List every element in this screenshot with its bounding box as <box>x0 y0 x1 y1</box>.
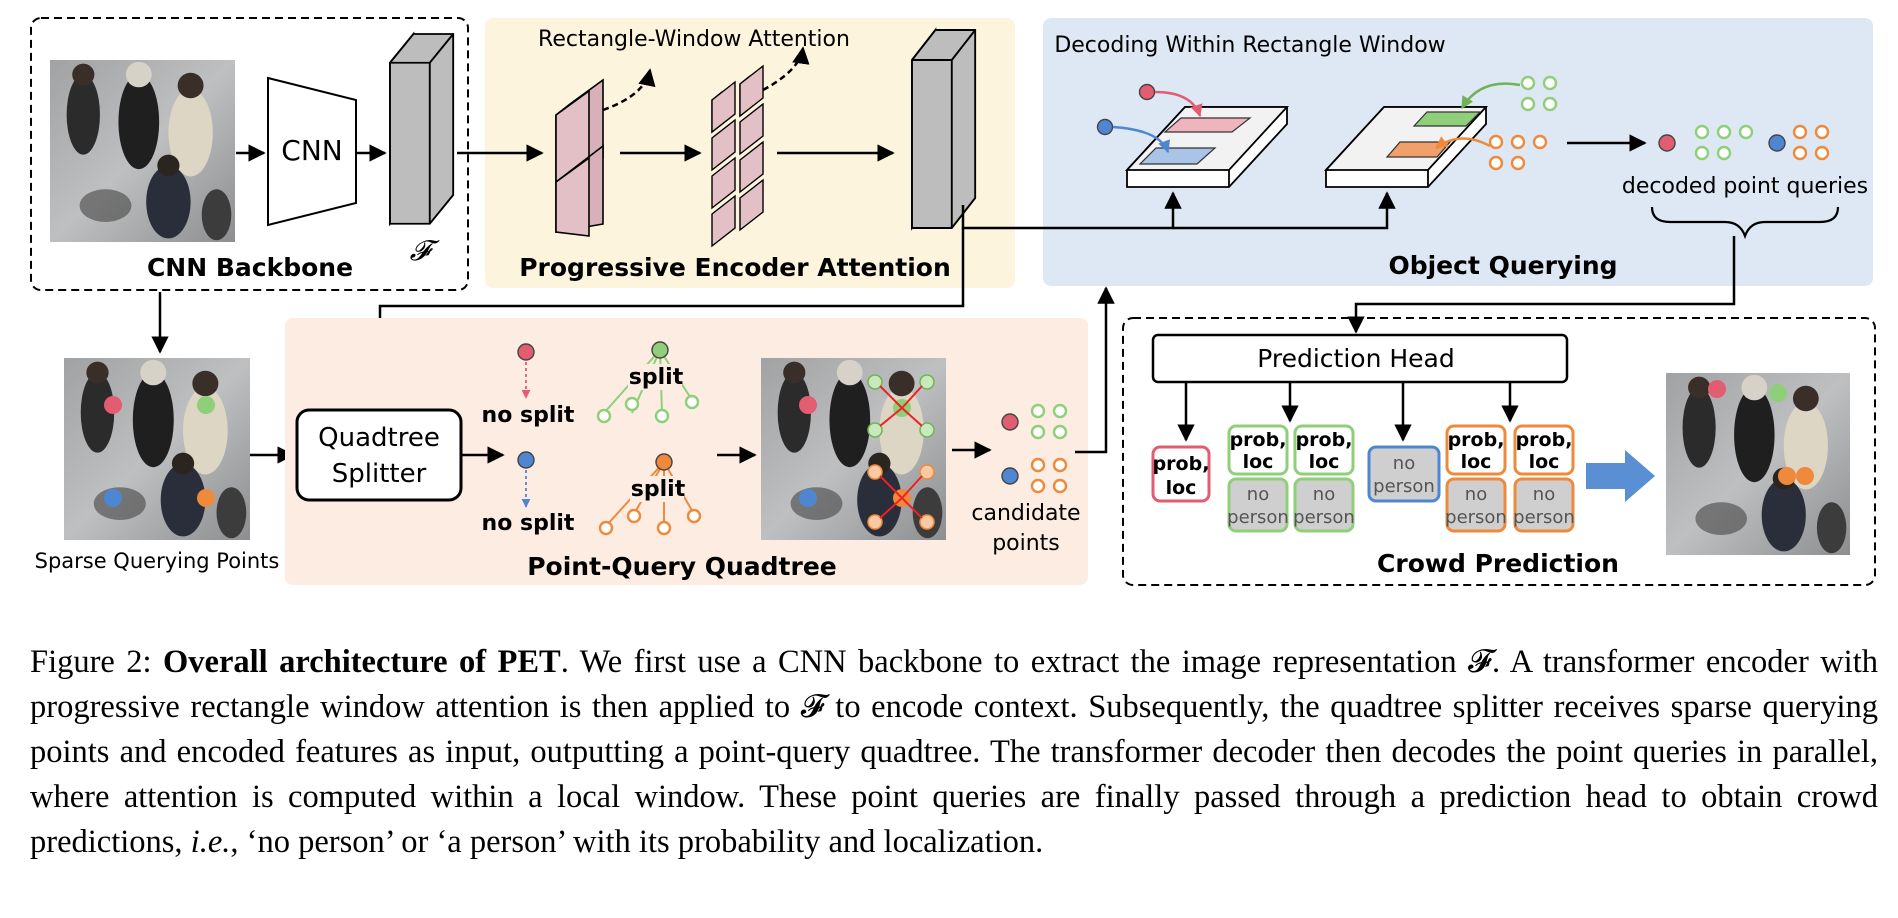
green-query-points <box>1520 75 1558 112</box>
no-split-label-1: no split <box>482 403 575 428</box>
candidate-points <box>1001 403 1068 494</box>
attention-window-large-2 <box>555 144 604 237</box>
input-image <box>50 60 235 242</box>
feature-map <box>389 31 455 227</box>
candidate-line2: points <box>992 531 1060 556</box>
attention-window-grid <box>711 64 764 248</box>
split-label-1: split <box>629 365 684 390</box>
prob-text: prob, <box>1296 429 1353 451</box>
person-text: person <box>1513 507 1575 528</box>
prob-text: prob, <box>1516 429 1573 451</box>
no-text: no <box>1533 484 1555 505</box>
split-label-2: split <box>631 477 686 502</box>
architecture-diagram: CNN 𝓕 CNN Backbone Rectangle-Window Atte… <box>30 17 1876 586</box>
splitter-line1: Quadtree <box>318 423 440 453</box>
pred-green-box-2: prob, loc no person <box>1293 424 1355 533</box>
object-querying-title: Object Querying <box>1388 251 1617 280</box>
caption-ie: i.e. <box>190 824 231 860</box>
pred-blue-box: no person <box>1367 445 1441 503</box>
prob-text: prob, <box>1448 429 1505 451</box>
cnn-backbone-title: CNN Backbone <box>147 253 353 282</box>
cnn-block <box>267 76 357 227</box>
orange-split-tree <box>598 453 702 536</box>
no-text: no <box>1247 484 1269 505</box>
loc-text: loc <box>1461 451 1492 473</box>
crowd-prediction-title: Crowd Prediction <box>1377 549 1619 578</box>
no-split-label-2: no split <box>482 511 575 536</box>
encoder-title: Progressive Encoder Attention <box>519 253 951 282</box>
cnn-backbone-box <box>30 17 469 291</box>
prediction-head <box>1151 333 1569 384</box>
prob-text: prob, <box>1153 453 1210 475</box>
sparse-query-image <box>64 358 250 540</box>
loc-text: loc <box>1309 451 1340 473</box>
caption-bold-title: Overall architecture of PET <box>163 644 561 680</box>
cnn-label: CNN <box>281 134 342 167</box>
crowd-prediction-box <box>1122 317 1876 586</box>
person-text: person <box>1227 507 1289 528</box>
quadtree-image <box>761 358 946 540</box>
orange-query-points <box>1488 134 1548 171</box>
no-text: no <box>1313 484 1335 505</box>
decoder-window-1 <box>1124 106 1290 188</box>
caption-text-1: . We first use a CNN backbone to extract… <box>30 644 1878 860</box>
output-arrow <box>1586 450 1655 502</box>
person-text: person <box>1293 507 1355 528</box>
no-text: no <box>1393 453 1415 474</box>
person-text: person <box>1373 476 1435 497</box>
caption-prefix: Figure 2: <box>30 644 163 680</box>
loc-text: loc <box>1166 477 1197 499</box>
pred-orange-box-1: prob, loc no person <box>1445 424 1507 533</box>
decoded-brace <box>1650 206 1840 240</box>
encoded-feature-map <box>911 27 977 231</box>
sparse-points-label: Sparse Querying Points <box>35 549 280 573</box>
feature-symbol: 𝓕 <box>410 234 440 267</box>
quadtree-splitter <box>295 408 463 502</box>
pred-green-box-1: prob, loc no person <box>1227 424 1289 533</box>
loc-text: loc <box>1243 451 1274 473</box>
pred-red-box: prob, loc <box>1151 445 1211 503</box>
green-split-tree <box>596 341 700 424</box>
decoded-queries-label: decoded point queries <box>1622 174 1868 199</box>
no-text: no <box>1465 484 1487 505</box>
person-text: person <box>1445 507 1507 528</box>
candidate-line1: candidate <box>971 501 1080 526</box>
prob-text: prob, <box>1230 429 1287 451</box>
decoded-queries <box>1658 124 1830 161</box>
pred-orange-box-2: prob, loc no person <box>1513 424 1575 533</box>
object-querying-subtitle: Decoding Within Rectangle Window <box>1054 33 1445 58</box>
loc-text: loc <box>1529 451 1560 473</box>
decoder-window-2 <box>1323 106 1489 188</box>
figure-caption: Figure 2: Overall architecture of PET. W… <box>30 640 1878 865</box>
quadtree-points-overlay <box>799 374 935 530</box>
quadtree-title: Point-Query Quadtree <box>527 552 837 581</box>
encoder-subtitle: Rectangle-Window Attention <box>538 27 850 52</box>
splitter-line2: Splitter <box>332 459 427 489</box>
prediction-head-label: Prediction Head <box>1257 344 1455 373</box>
caption-text-2: , ‘no person’ or ‘a person’ with its pro… <box>230 824 1044 860</box>
output-image <box>1666 373 1850 555</box>
